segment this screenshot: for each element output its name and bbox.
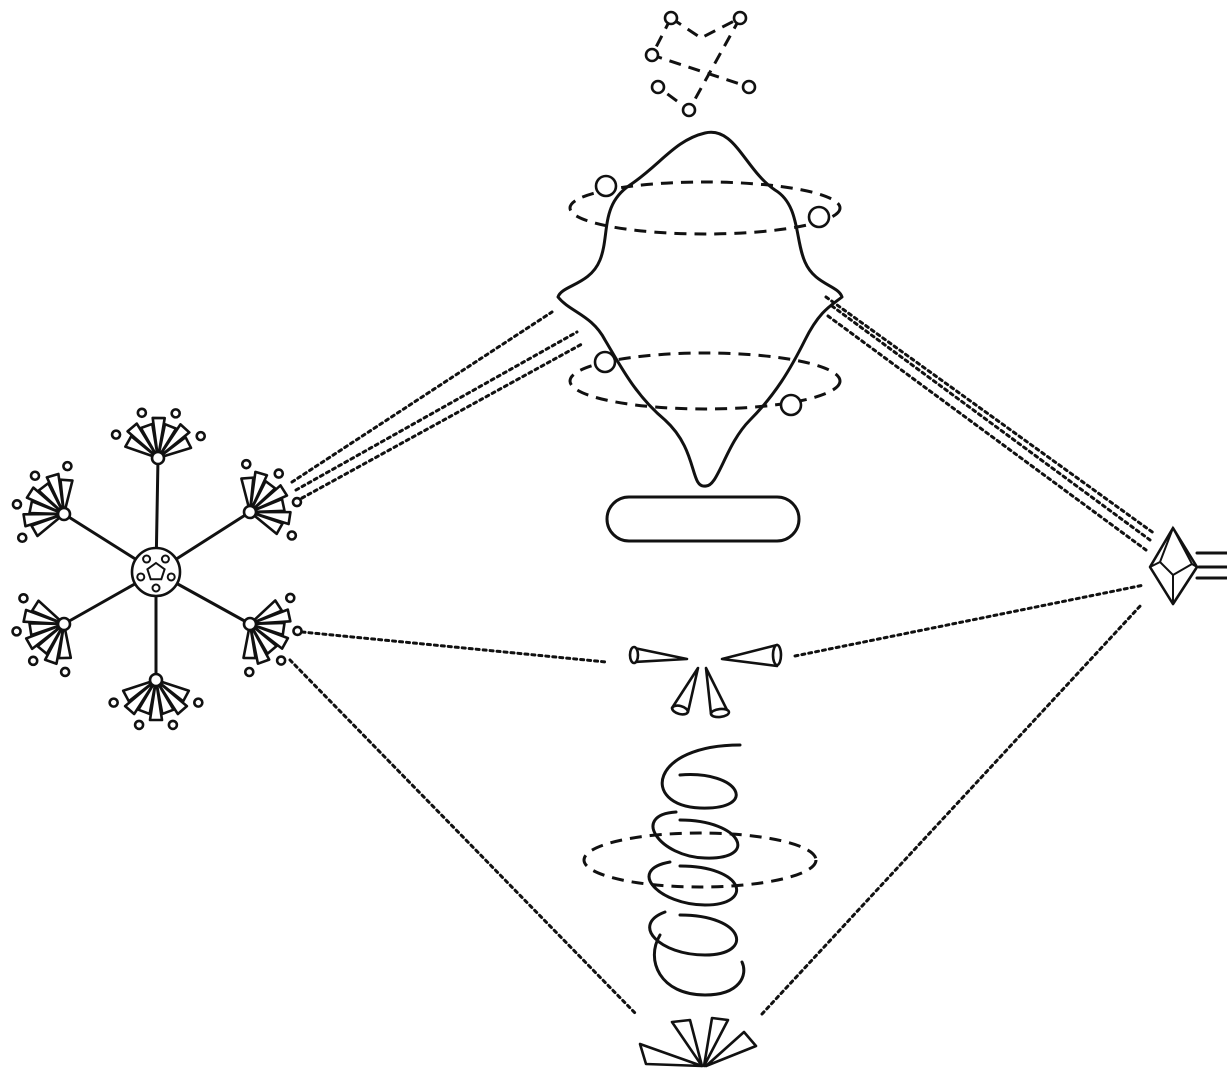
bead — [195, 430, 207, 442]
connector-body-crystal-c — [826, 314, 1148, 552]
cone — [121, 678, 158, 703]
bead — [133, 719, 145, 731]
bead — [108, 697, 119, 708]
connector-body-crystal-b — [830, 304, 1152, 542]
orbit-bead — [807, 205, 831, 229]
bead — [275, 655, 287, 666]
crossed-dashed-chain — [644, 10, 757, 118]
bead — [136, 407, 148, 419]
helix-orbit-ring — [582, 831, 818, 889]
star-core — [130, 546, 182, 598]
cone — [156, 435, 193, 460]
bead — [29, 470, 41, 482]
star-core-facet — [160, 554, 170, 564]
star-core-facet — [142, 554, 152, 564]
cone — [248, 510, 284, 536]
bead — [286, 530, 298, 541]
connector-body-crystal-a — [824, 295, 1157, 536]
orbit-bead — [779, 393, 803, 417]
helix-coil — [647, 743, 746, 997]
bead — [11, 499, 23, 510]
star-core-facet — [136, 572, 146, 582]
cone-quartet — [628, 643, 783, 719]
cone — [632, 646, 689, 664]
bead — [193, 697, 204, 708]
star-hub-node — [56, 506, 72, 522]
connector-star-upper-b — [294, 330, 579, 492]
bead — [16, 532, 28, 544]
bead — [59, 666, 71, 678]
star-hub-node — [148, 672, 164, 688]
bead — [170, 408, 181, 419]
bead — [273, 468, 285, 479]
star-hub-node — [56, 616, 72, 632]
connector-cone-quartet-crystal — [793, 583, 1146, 658]
chain-node — [741, 79, 757, 95]
lower-orbit-ring — [568, 351, 842, 411]
bead — [27, 655, 39, 667]
lobed-body-outline — [556, 130, 844, 488]
cone — [704, 666, 730, 716]
upper-orbit-ring — [568, 180, 842, 236]
cone — [638, 1042, 704, 1068]
star-core-facet — [151, 583, 161, 593]
chain-node — [650, 79, 666, 95]
bead — [18, 592, 29, 604]
connector-star-upper-c — [300, 342, 584, 500]
bead — [62, 460, 73, 472]
octahedron-crystal — [1148, 525, 1227, 606]
connector-cone-fan-crystal — [760, 602, 1144, 1016]
star-hub-node — [150, 450, 166, 466]
lobed-body — [556, 130, 844, 488]
orbit-bead — [593, 350, 617, 374]
chain-node — [681, 102, 697, 118]
bead — [11, 626, 22, 637]
connector-star-cone-quartet — [300, 630, 608, 664]
bead — [291, 496, 303, 508]
dendritic-star-assembly — [11, 407, 303, 731]
bead — [167, 719, 179, 731]
bead — [292, 625, 303, 637]
connector-star-cone-fan — [288, 658, 638, 1016]
cone — [704, 1030, 758, 1068]
helix — [582, 743, 818, 997]
connector-lines — [288, 295, 1157, 1016]
bead — [284, 592, 296, 604]
flat-disk — [605, 495, 801, 543]
chain-node — [663, 10, 679, 26]
cone — [59, 478, 74, 516]
bead — [240, 458, 252, 470]
bead — [110, 429, 122, 440]
star-core-pentagon — [146, 561, 166, 581]
cone — [702, 1016, 730, 1068]
chain-node — [644, 47, 660, 63]
cone-fan — [638, 1016, 758, 1068]
star-hub-node — [242, 616, 258, 632]
cone — [242, 622, 257, 660]
orbit-bead — [594, 174, 618, 198]
cone — [670, 1018, 704, 1068]
connector-star-upper-a — [290, 310, 554, 484]
star-core-facet — [166, 572, 176, 582]
cone — [30, 599, 66, 626]
chain-node — [732, 10, 748, 26]
star-hub-node — [242, 504, 258, 520]
bead — [244, 666, 255, 678]
cone — [720, 643, 779, 668]
